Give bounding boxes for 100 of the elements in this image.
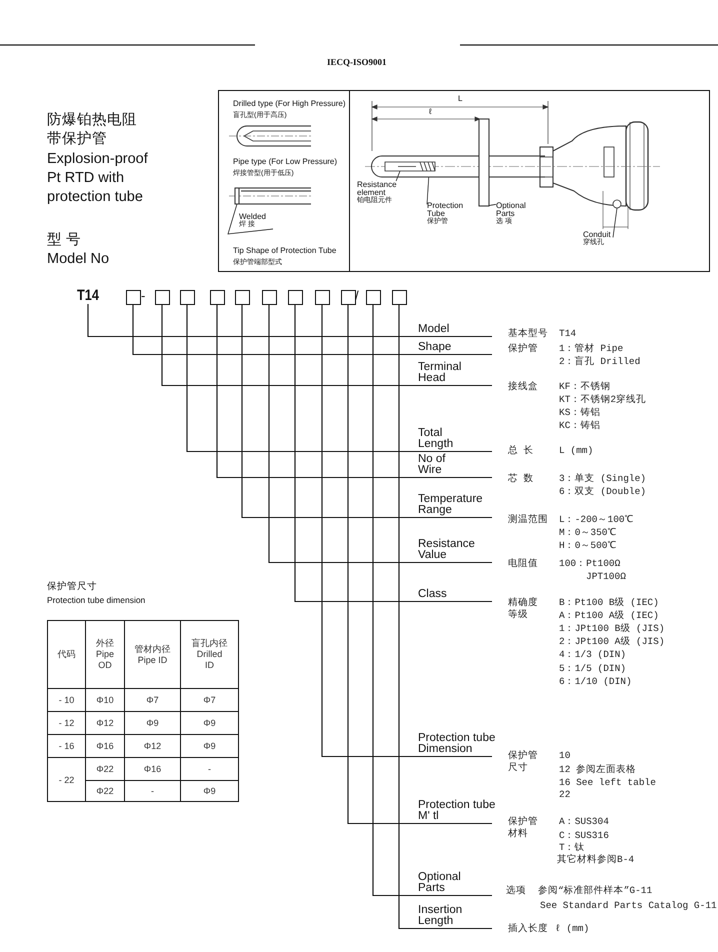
header-cell: 代码 [48,620,86,688]
code-box [180,290,194,305]
panel-text: Tip Shape of Protection Tube [233,246,336,255]
code-description: 参阅“标准部件样本”G-11 [538,885,652,897]
code-description: B：Pt100 B级 (IEC) [559,597,659,609]
code-description: 22 [559,789,570,801]
diagram-panel [218,90,350,272]
connector-line [87,304,418,338]
header-cell: 外径 Pipe OD [86,620,124,688]
code-description: 6：1/10 (DIN) [559,676,632,688]
code-description: A：SUS304 [559,816,609,828]
code-description: KS：铸铝 [559,407,600,419]
table-cell: - 16 [48,734,86,758]
code-description: KT：不锈钢2穿线孔 [559,394,646,406]
table-cell: Φ7 [180,688,238,712]
title: 防爆铂热电阻带保护管 [47,111,138,149]
code-description: 保护管材料 [508,816,539,840]
table-cell: - 22 [48,758,86,802]
code-description: 6：双支 (Double) [559,486,646,498]
table-cell: Φ7 [124,688,180,712]
code-description: 10 [559,750,570,762]
table-cell: - 12 [48,712,86,734]
connector-line [216,305,418,478]
code-description: 5：1/5 (DIN) [559,663,626,675]
table-cell: - [180,758,238,780]
code-description: 4：1/3 (DIN) [559,649,626,661]
field-label: Temperature Range [418,494,492,518]
code-description: L：-200～100℃ [559,514,634,526]
table-cell: - 10 [48,688,86,712]
subtitle: Model No [47,250,110,269]
connector-line [241,305,418,518]
callout-text: Protection Tube [427,202,464,218]
code-description: 芯 数 [508,473,534,485]
code-description: 接线盒 [508,381,538,393]
code-description: M：0～350℃ [559,527,617,539]
header-cell: 管材内径 Pipe ID [124,620,180,688]
code-description: 2：JPt100 A级 (JIS) [559,636,665,648]
leader-line [396,170,400,182]
panel-text: Drilled type (For High Pressure) [233,99,346,108]
code-description: KC：铸铝 [559,420,600,432]
code-description: T：钛 [559,842,585,854]
field-label: Optional Parts [418,872,492,896]
table-cell: Φ22 [86,758,124,780]
welded-tube-end [234,188,240,204]
code-description: A：Pt100 A级 (IEC) [559,610,659,622]
code-description: 其它材料参阅B-4 [557,854,634,866]
code-description: 保护管 [508,343,538,355]
code-description: 1：管材 Pipe [559,343,624,355]
code-box [314,290,330,305]
field-label: Terminal Head [418,362,492,386]
dimension-label: L [458,94,462,103]
code-description: 精确度等级 [508,597,539,621]
callout-text: Optional Parts [496,202,527,218]
panel-text: Pipe type (For Low Pressure) [233,157,338,166]
table-cell: Φ12 [124,734,180,758]
header-cell: 盲孔内径 Drilled ID [180,620,238,688]
connector-line [268,305,418,564]
field-label: No of Wire [418,454,492,478]
code-box [366,290,380,305]
callout-text: Welded [239,213,267,221]
table-cell: Φ9 [124,712,180,734]
code-box [154,290,170,305]
code-description: 总 长 [508,445,534,457]
code-description: 选项 [506,885,526,897]
code-description: ℓ (mm) [555,923,590,935]
table-cell: Φ10 [86,688,124,712]
table-cell: Φ9 [180,712,238,734]
connector-line [161,305,418,386]
code-description: 16 See left table [559,777,656,789]
code-description: 保护管尺寸 [508,750,539,774]
code-box [210,290,224,305]
table-title: Protection tube dimension [47,595,146,605]
code-description: See Standard Parts Catalog G-11 [540,900,717,912]
field-label: Insertion Length [418,905,492,929]
field-label: Class [418,589,492,602]
separator-text: - [141,288,146,303]
code-description: 基本型号 [508,328,548,340]
flange [478,118,490,206]
table-title: 保护管尺寸 [47,580,97,593]
table-cell: Φ9 [180,780,238,802]
field-label: Shape [418,342,492,355]
code-description: 12 参阅左面表格 [559,764,636,776]
sensing-element [384,162,436,172]
certification-text: IECQ-ISO9001 [327,57,387,67]
leader-line [426,176,430,205]
protection-tube [371,156,546,178]
code-description: H：0～500℃ [559,540,617,552]
code-description: 插入长度 [508,923,548,935]
leader-line [612,208,618,238]
code-description: C：SUS316 [559,830,609,842]
callout-text: Resistance element [357,181,398,197]
table-cell: Φ16 [86,734,124,758]
code-box [262,290,276,305]
leader-line [228,204,274,234]
connector-line [186,305,418,452]
code-box [126,290,140,305]
code-box [392,290,406,305]
connector-line [398,305,418,930]
code-description: KF：不锈钢 [559,381,610,393]
subtitle: 型 号 [47,231,82,250]
